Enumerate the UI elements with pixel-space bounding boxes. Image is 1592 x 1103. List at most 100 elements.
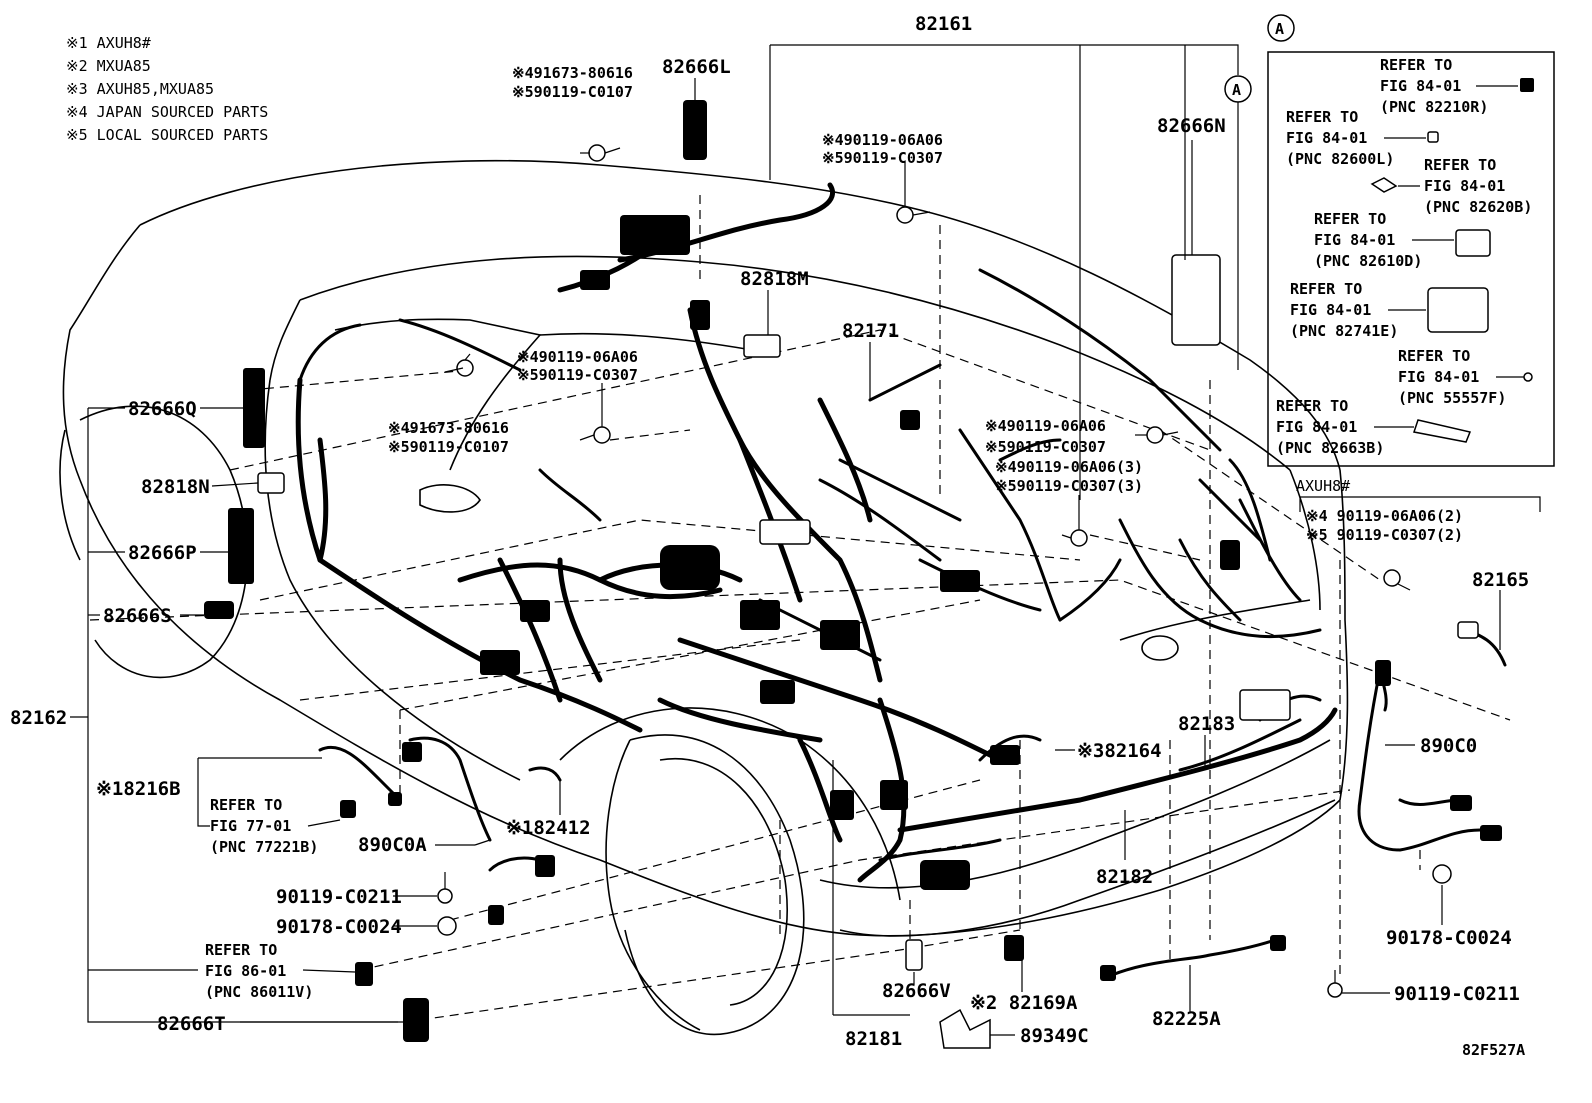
svg-text:(PNC 77221B): (PNC 77221B) (210, 838, 318, 856)
svg-text:(PNC 55557F): (PNC 55557F) (1398, 389, 1506, 407)
svg-text:(PNC 82741E): (PNC 82741E) (1290, 322, 1398, 340)
part-labels: 82161 82162 82666L 82666N 82666Q 82818N … (10, 13, 1529, 1050)
label-82162: 82162 (10, 707, 67, 729)
inset-a: A REFER TO FIG 84-01 (PNC 82210R) REFER … (1267, 14, 1555, 467)
svg-text:REFER TO: REFER TO (1290, 280, 1362, 298)
note-4: ※4 JAPAN SOURCED PARTS (66, 103, 268, 121)
svg-text:(PNC 82610D): (PNC 82610D) (1314, 252, 1422, 270)
inset-ref-82741e: REFER TO FIG 84-01 (PNC 82741E) (1290, 280, 1489, 340)
svg-text:(PNC 82210R): (PNC 82210R) (1380, 98, 1488, 116)
label-82169a: ※2 82169A (970, 992, 1078, 1014)
svg-text:REFER TO: REFER TO (1424, 156, 1496, 174)
figure-code: 82F527A (1462, 1041, 1525, 1059)
nut-icon (1432, 864, 1452, 884)
bracket-89349c (939, 1008, 991, 1049)
wire-harness (295, 182, 1507, 977)
note-1: ※1 AXUH8# (66, 34, 151, 52)
label-82183: 82183 (1178, 713, 1235, 735)
bolt-icon (588, 144, 621, 162)
bolt-icon (456, 353, 474, 377)
label-bolt-left-b: ※590119-C0107 (388, 438, 509, 456)
relay-82818m (743, 334, 781, 358)
label-8216b: ※18216B (96, 778, 181, 800)
inset-ref-82620b: REFER TO FIG 84-01 (PNC 82620B) (1370, 156, 1532, 216)
note-3: ※3 AXUH85,MXUA85 (66, 80, 214, 98)
label-bolt-3-b: ※590119-C0307(3) (995, 477, 1143, 495)
nut-icon (437, 916, 457, 936)
label-82164: ※382164 (1077, 740, 1162, 762)
svg-text:REFER TO: REFER TO (1314, 210, 1386, 228)
external-ref-fig77: REFER TO FIG 77-01 (PNC 77221B) (210, 796, 318, 856)
bolt-icon (579, 426, 611, 444)
inset-ref-55557f: REFER TO FIG 84-01 (PNC 55557F) (1398, 347, 1533, 407)
label-890c0: 890C0 (1420, 735, 1477, 757)
label-bolt-right-b: ※590119-C0307 (985, 438, 1106, 456)
svg-text:FIG 84-01: FIG 84-01 (1380, 77, 1461, 95)
svg-text:REFER TO: REFER TO (1276, 397, 1348, 415)
svg-text:FIG 84-01: FIG 84-01 (1398, 368, 1479, 386)
label-890c0a: 890C0A (358, 834, 427, 856)
connector-82666q (243, 368, 265, 448)
connector-82666t (403, 998, 429, 1042)
label-variant-axuh8: AXUH8# (1296, 477, 1350, 495)
label-90119-c0211-left: 90119-C0211 (276, 886, 402, 908)
assembly-dashed-lines (89, 195, 1511, 1021)
label-82171: 82171 (842, 320, 899, 342)
svg-text:REFER TO: REFER TO (210, 796, 282, 814)
label-82666t: 82666T (157, 1013, 226, 1035)
inset-ref-82663b: REFER TO FIG 84-01 (PNC 82663B) (1276, 397, 1472, 457)
label-82818m: 82818M (740, 268, 809, 290)
label-82666s: 82666S (103, 605, 172, 627)
connector-icon (1427, 131, 1439, 143)
bolt-icon (1146, 426, 1179, 444)
bolt-icon (1061, 529, 1088, 547)
svg-text:FIG 84-01: FIG 84-01 (1424, 177, 1505, 195)
bracket-icon (1413, 419, 1472, 443)
svg-text:(PNC 86011V): (PNC 86011V) (205, 983, 313, 1001)
label-82666q: 82666Q (128, 398, 197, 420)
label-bolt-right-a: ※490119-06A06 (985, 417, 1106, 435)
svg-text:A: A (1232, 81, 1241, 99)
label-82181: 82181 (845, 1028, 902, 1050)
label-82165: 82165 (1472, 569, 1529, 591)
label-bolt-top-b: ※590119-C0307 (822, 149, 943, 167)
svg-text:(PNC 82663B): (PNC 82663B) (1276, 439, 1384, 457)
inset-ref-82610d: REFER TO FIG 84-01 (PNC 82610D) (1314, 210, 1491, 270)
inset-ref-82600l: REFER TO FIG 84-01 (PNC 82600L) (1286, 108, 1439, 168)
vehicle-body-outline (59, 159, 1349, 1036)
svg-text:REFER TO: REFER TO (1380, 56, 1452, 74)
label-89349c: 89349C (1020, 1025, 1089, 1047)
bolt-icon (1383, 569, 1411, 591)
junction-block-icon (1427, 287, 1489, 333)
fastener-labels: ※491673-80616 ※590119-C0107 ※490119-06A0… (388, 64, 1463, 544)
label-90119-c0211-right: 90119-C0211 (1394, 983, 1520, 1005)
label-82666v: 82666V (882, 980, 951, 1002)
relay-block-icon (1455, 229, 1491, 257)
svg-text:FIG 84-01: FIG 84-01 (1290, 301, 1371, 319)
label-bolt-mid-b: ※590119-C0307 (517, 366, 638, 384)
label-bolt-3-a: ※490119-06A06(3) (995, 458, 1143, 476)
label-90178-c0024-right: 90178-C0024 (1386, 927, 1512, 949)
svg-text:FIG 84-01: FIG 84-01 (1286, 129, 1367, 147)
svg-text:REFER TO: REFER TO (1286, 108, 1358, 126)
connector-82666p (228, 508, 254, 584)
svg-text:REFER TO: REFER TO (205, 941, 277, 959)
label-82666l: 82666L (662, 56, 731, 78)
bolt-icon (896, 206, 931, 224)
clip-82666v (905, 939, 923, 971)
label-90178-c0024-left: 90178-C0024 (276, 916, 402, 938)
svg-text:FIG 86-01: FIG 86-01 (205, 962, 286, 980)
label-82412: ※182412 (506, 817, 591, 839)
external-ref-fig86: REFER TO FIG 86-01 (PNC 86011V) (205, 941, 313, 1001)
connector-icon (1520, 78, 1534, 92)
inset-a-frame (1267, 51, 1555, 467)
label-bolt-mid-a: ※490119-06A06 (517, 348, 638, 366)
connector-82666s (204, 601, 234, 619)
label-82161: 82161 (915, 13, 972, 35)
bolt-icon (1327, 970, 1343, 998)
bolt-icon (437, 872, 453, 904)
clip-icon (1370, 177, 1398, 193)
label-82666p: 82666P (128, 542, 197, 564)
